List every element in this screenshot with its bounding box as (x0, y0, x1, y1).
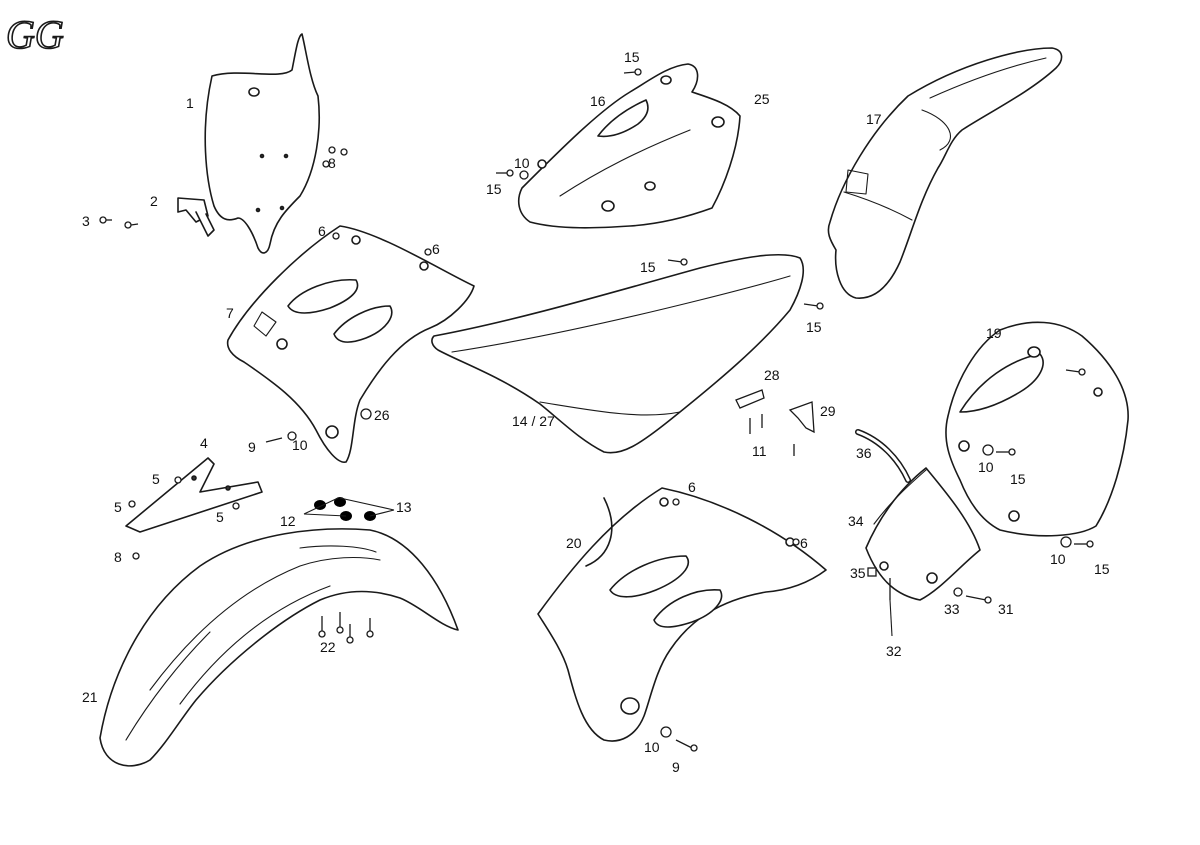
label-part-3: 3 (82, 213, 90, 229)
label-part-22: 22 (320, 639, 336, 655)
label-part-20: 20 (566, 535, 582, 551)
label-part-26: 26 (374, 407, 390, 423)
label-part-9: 9 (672, 759, 680, 775)
seat (431, 253, 805, 454)
label-part-6: 6 (432, 241, 440, 257)
label-part-2: 2 (150, 193, 158, 209)
screw (124, 221, 132, 229)
label-part-33: 33 (944, 601, 960, 617)
bracket-arm (125, 457, 263, 533)
label-part-13: 13 (396, 499, 412, 515)
label-part-36: 36 (856, 445, 872, 461)
label-part-10: 10 (1050, 551, 1066, 567)
label-part-10: 10 (978, 459, 994, 475)
label-part-15: 15 (1010, 471, 1026, 487)
label-part-32: 32 (886, 643, 902, 659)
logo-text: GG (6, 12, 64, 57)
label-part-14-27: 14 / 27 (512, 413, 555, 429)
label-part-25: 25 (754, 91, 770, 107)
label-part-35: 35 (850, 565, 866, 581)
screw (99, 216, 107, 224)
label-part-15: 15 (640, 259, 656, 275)
front-number-plate (204, 33, 320, 254)
label-part-5: 5 (114, 499, 122, 515)
label-part-10: 10 (292, 437, 308, 453)
label-part-21: 21 (82, 689, 98, 705)
part-labels: 1 2 3 4 5 5 5 6 6 6 6 7 8 8 9 9 10 10 10… (82, 49, 1110, 775)
label-part-8: 8 (328, 155, 336, 171)
radiator-shroud-left (226, 225, 475, 463)
label-part-16: 16 (590, 93, 606, 109)
label-part-15: 15 (1094, 561, 1110, 577)
label-part-11: 11 (752, 443, 767, 459)
right-side-panel (945, 321, 1129, 537)
label-part-6: 6 (318, 223, 326, 239)
label-part-5: 5 (152, 471, 160, 487)
label-part-15: 15 (624, 49, 640, 65)
rear-mudguard-panel (865, 467, 981, 601)
label-part-17: 17 (866, 111, 882, 127)
label-part-10: 10 (644, 739, 660, 755)
label-part-9: 9 (248, 439, 256, 455)
label-part-31: 31 (998, 601, 1014, 617)
label-part-7: 7 (226, 305, 234, 321)
label-part-34: 34 (848, 513, 864, 529)
cable (855, 429, 911, 483)
upper-side-panel (517, 63, 741, 229)
label-part-12: 12 (280, 513, 296, 529)
front-fender (99, 528, 459, 767)
brand-logo: GG (5, 11, 64, 58)
rear-fender (827, 47, 1063, 299)
label-part-15: 15 (806, 319, 822, 335)
label-part-10: 10 (514, 155, 530, 171)
label-part-4: 4 (200, 435, 208, 451)
label-part-6: 6 (688, 479, 696, 495)
label-part-8: 8 (114, 549, 122, 565)
label-part-19: 19 (986, 325, 1002, 341)
hardware (99, 68, 1094, 752)
leader-lines (303, 497, 893, 637)
label-part-28: 28 (764, 367, 780, 383)
radiator-shroud-right (537, 487, 827, 742)
label-part-29: 29 (820, 403, 836, 419)
label-part-1: 1 (186, 95, 194, 111)
headlight-bracket (177, 197, 215, 237)
label-part-15: 15 (486, 181, 502, 197)
label-part-5: 5 (216, 509, 224, 525)
label-part-6: 6 (800, 535, 808, 551)
